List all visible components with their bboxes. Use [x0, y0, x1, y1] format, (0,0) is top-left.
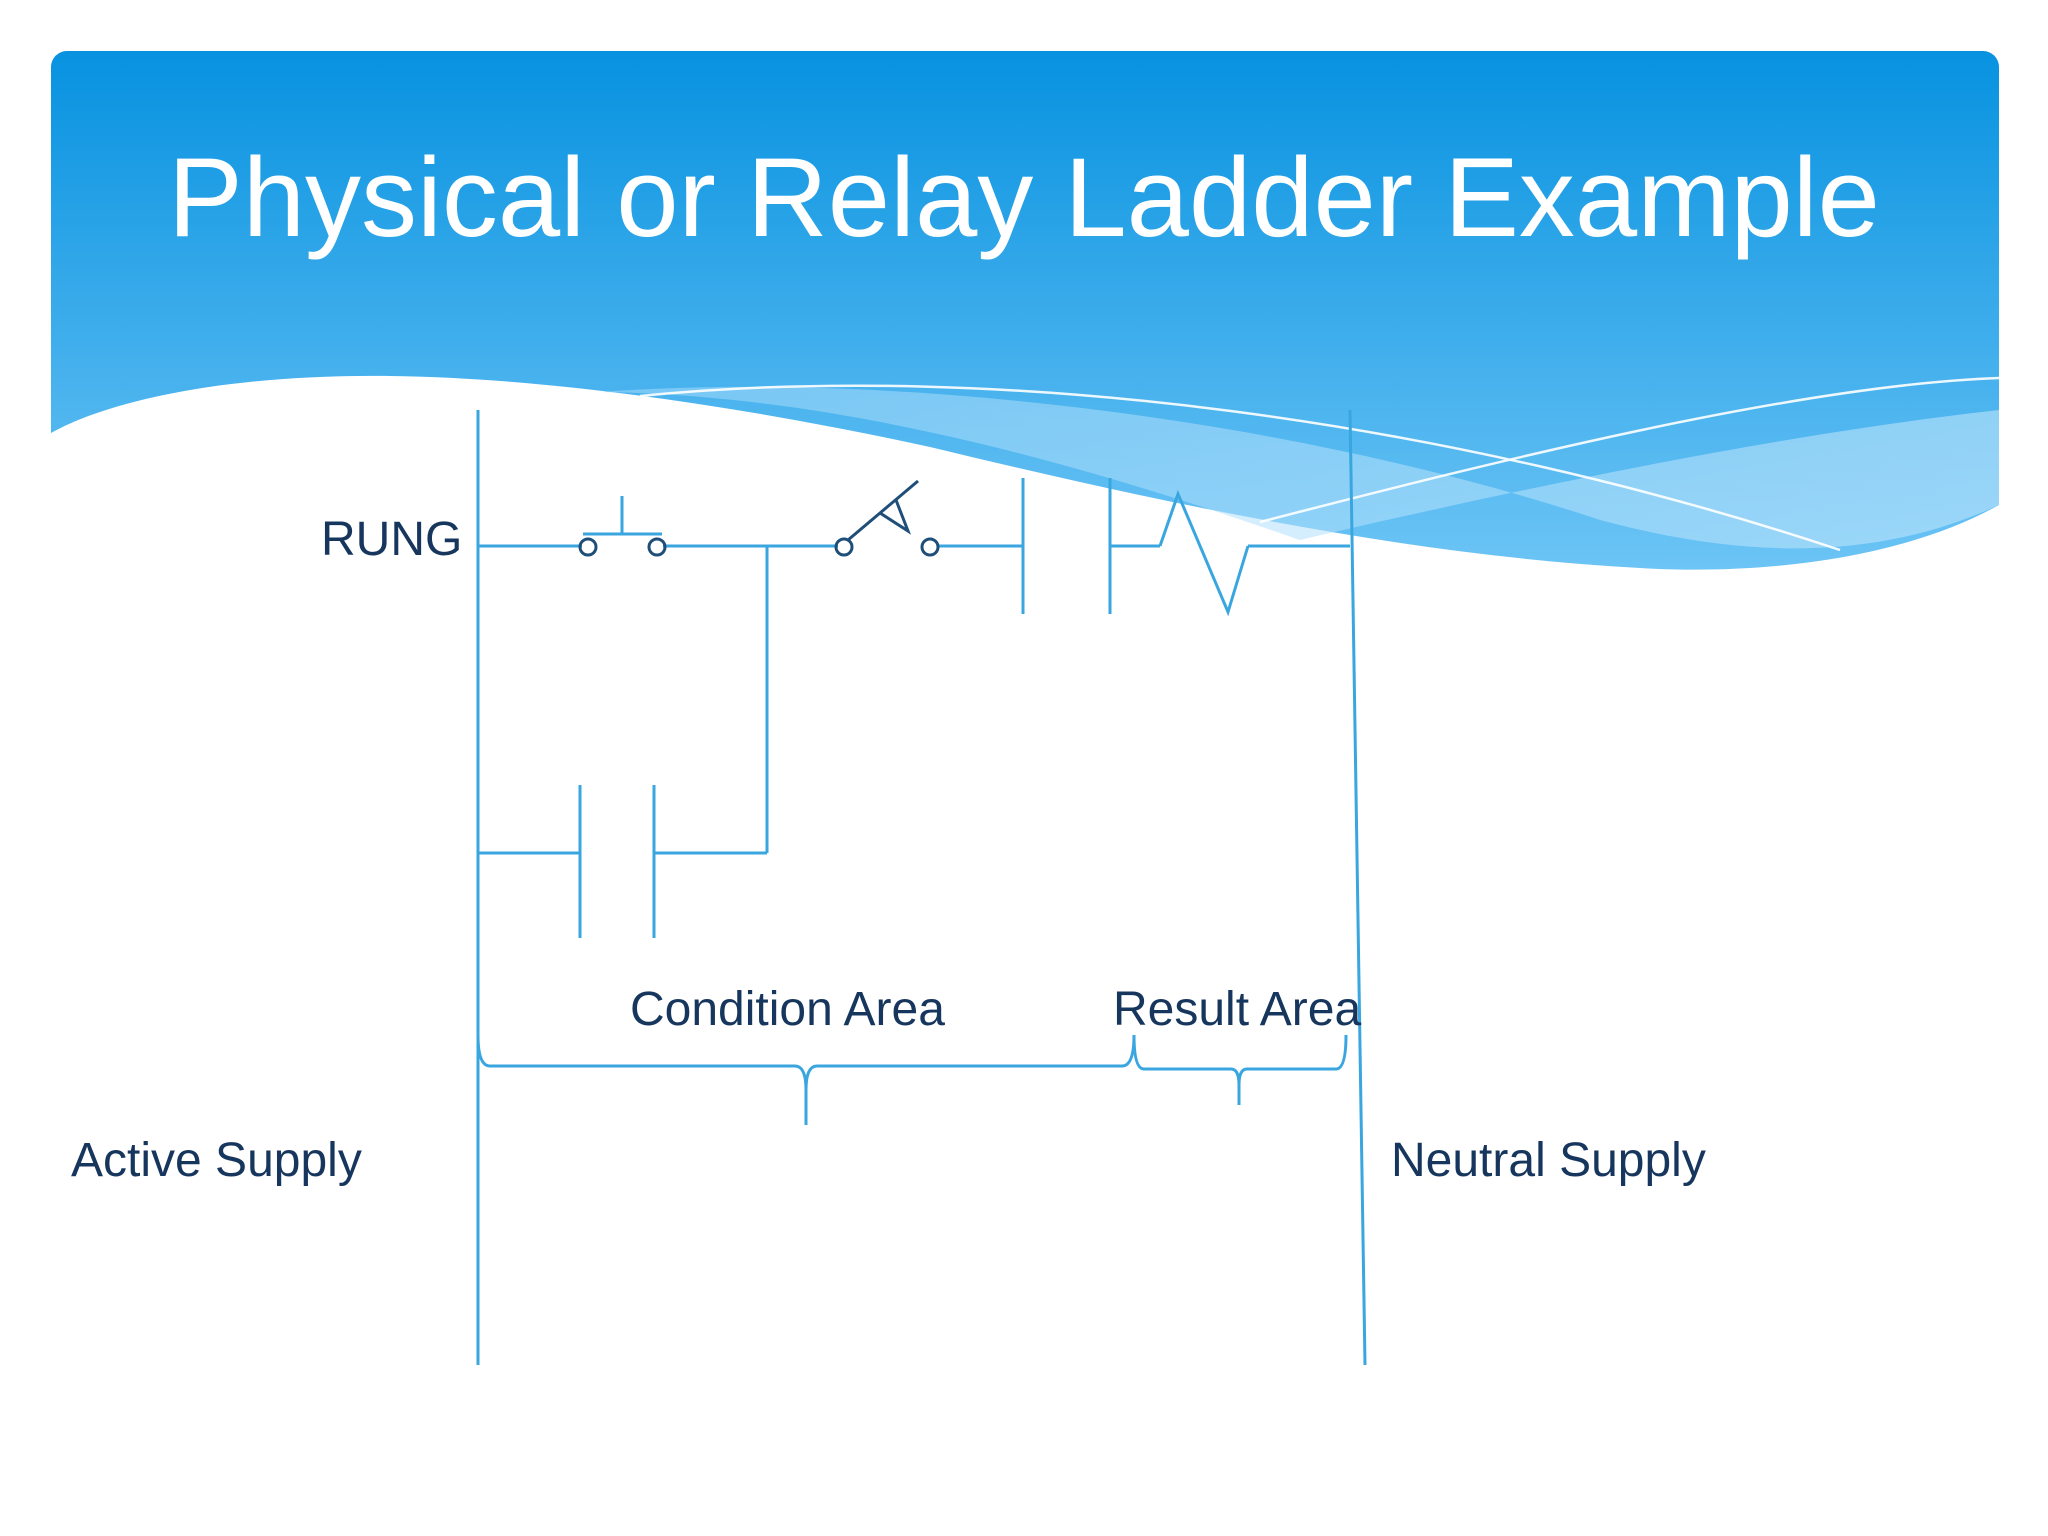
- neutral-supply-label: Neutral Supply: [1391, 1134, 1706, 1187]
- ladder-diagram: [476, 409, 1367, 1366]
- condition-area-label: Condition Area: [630, 983, 945, 1036]
- rung-label: RUNG: [321, 513, 462, 566]
- header-wave-line-2: [1259, 376, 1999, 524]
- switch-symbol: [834, 479, 940, 557]
- header-background: [51, 51, 1999, 570]
- push-button-symbol: [578, 496, 667, 557]
- slide-title: Physical or Relay Ladder Example: [168, 135, 1880, 260]
- header-wave-line-1: [639, 384, 1841, 552]
- result-area-label: Result Area: [1113, 983, 1361, 1036]
- active-supply-label: Active Supply: [71, 1134, 362, 1187]
- condition-area-brace: [476, 1034, 1136, 1125]
- load-zigzag-symbol: [1158, 489, 1250, 617]
- branch-contact-symbol: [578, 785, 656, 938]
- result-area-brace: [1132, 1034, 1348, 1105]
- neutral-supply-rail: [1348, 409, 1367, 1366]
- header-wave-light: [600, 386, 1999, 549]
- header-banner: [51, 51, 1999, 570]
- relay-contact-symbol: [1021, 478, 1112, 614]
